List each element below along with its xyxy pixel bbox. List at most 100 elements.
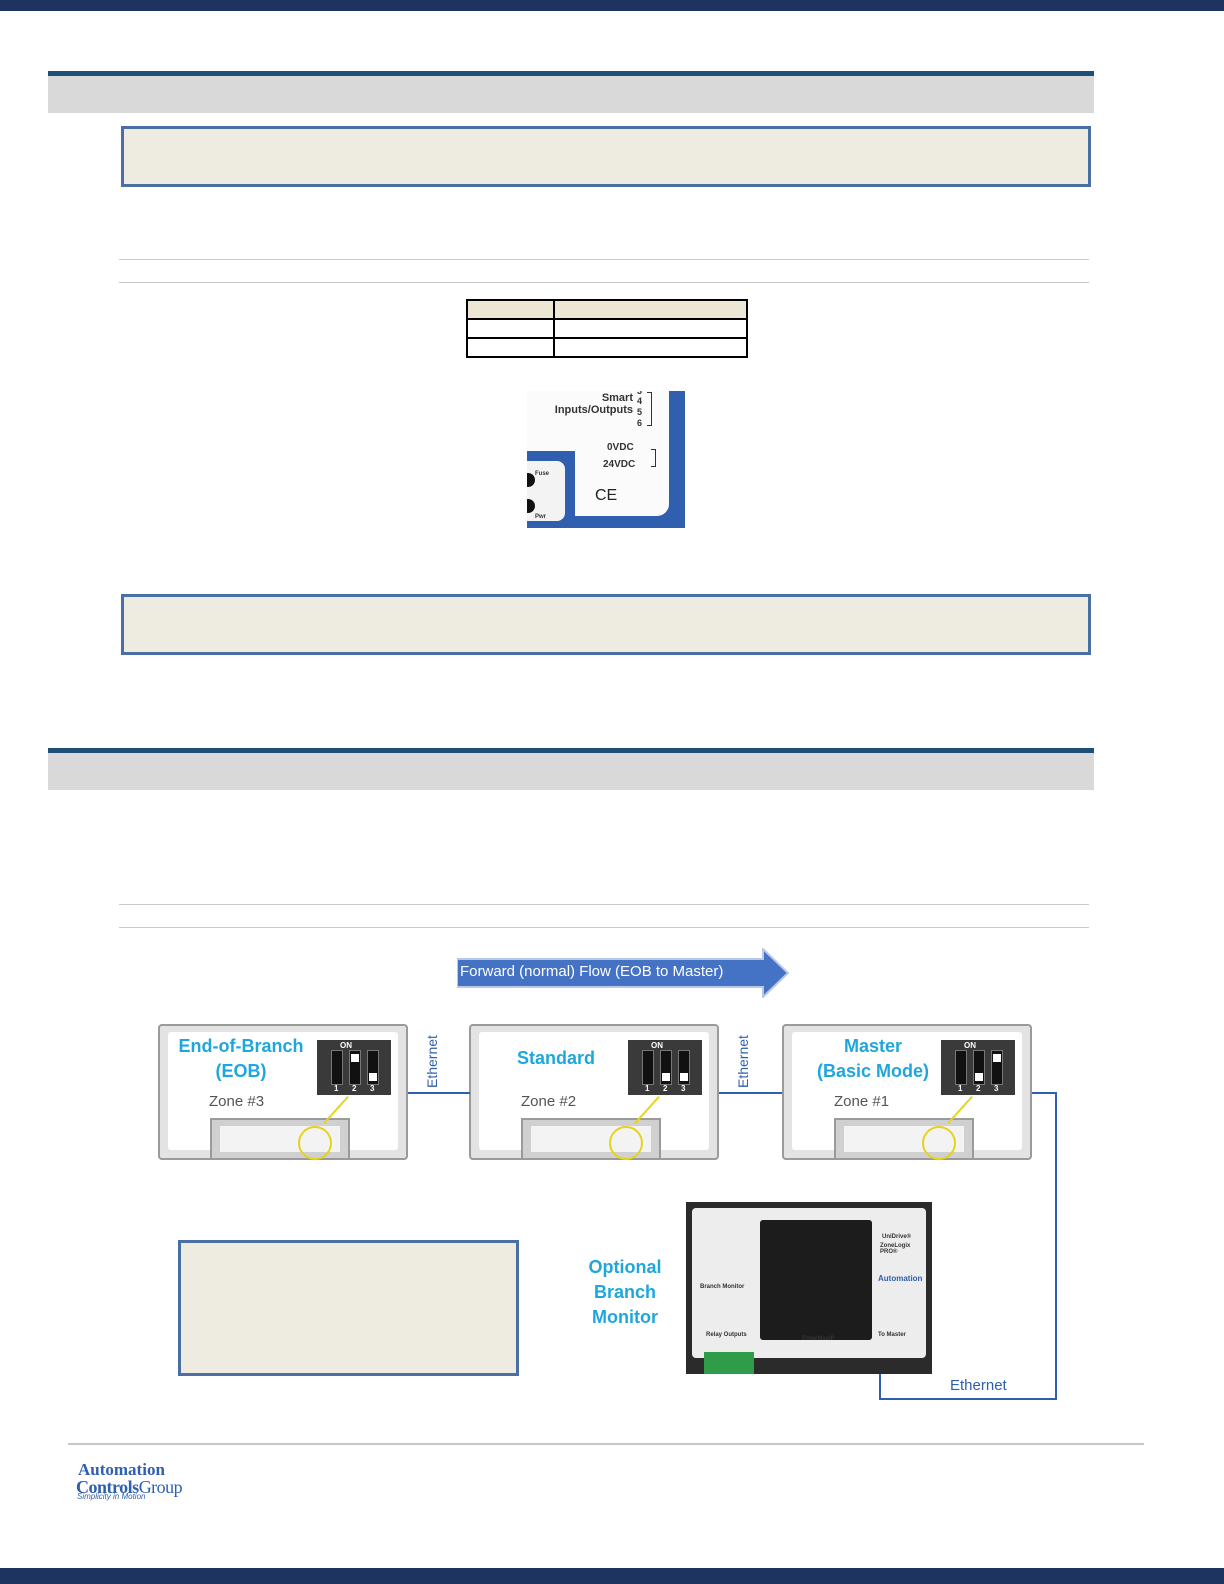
dip-slider bbox=[349, 1050, 361, 1085]
bottom-bar bbox=[0, 1568, 1224, 1584]
divider bbox=[119, 927, 1089, 928]
section-header-2 bbox=[48, 748, 1094, 790]
dip-knob bbox=[975, 1073, 983, 1081]
dip-num: 3 bbox=[370, 1084, 374, 1093]
logo-tagline: Simplicity in Motion bbox=[77, 1492, 145, 1501]
dip-on-label: ON bbox=[340, 1041, 352, 1050]
dip-knob bbox=[680, 1073, 688, 1081]
dip-slider bbox=[331, 1050, 343, 1085]
dip-slider bbox=[973, 1050, 985, 1085]
table-cell bbox=[467, 300, 554, 319]
table-cell bbox=[467, 319, 554, 338]
psu-side-block: Fuse Pwr bbox=[527, 451, 575, 528]
bracket bbox=[651, 449, 656, 467]
dip-on-label: ON bbox=[964, 1041, 976, 1050]
dip-on-label: ON bbox=[651, 1041, 663, 1050]
zone-label: Zone #1 bbox=[834, 1093, 889, 1110]
terminal-block bbox=[704, 1352, 754, 1374]
company-logo: Automation bbox=[78, 1462, 165, 1478]
ce-mark-icon: CE bbox=[595, 490, 617, 502]
dip-switch: ON 1 2 3 bbox=[941, 1040, 1015, 1095]
pwr-led-icon bbox=[527, 499, 535, 513]
dip-switch: ON 1 2 3 bbox=[317, 1040, 391, 1095]
dip-slider bbox=[642, 1050, 654, 1085]
ethernet-link-line bbox=[1055, 1092, 1057, 1400]
branch-monitor-name: Branch Monitor bbox=[700, 1284, 744, 1290]
flow-arrow-label: Forward (normal) Flow (EOB to Master) bbox=[460, 962, 760, 982]
table-row bbox=[467, 319, 747, 338]
pin-label: 5 bbox=[637, 408, 642, 417]
note-box-2 bbox=[121, 594, 1091, 655]
optional-line: Monitor bbox=[575, 1305, 675, 1330]
optional-branch-monitor-label: Optional Branch Monitor bbox=[575, 1255, 675, 1330]
dip-num: 2 bbox=[976, 1084, 980, 1093]
ethernet-link-line bbox=[1032, 1092, 1057, 1094]
dip-slider bbox=[367, 1050, 379, 1085]
top-bar bbox=[0, 0, 1224, 11]
dip-switch: ON 1 2 3 bbox=[628, 1040, 702, 1095]
optional-line: Branch bbox=[575, 1280, 675, 1305]
table-header-row bbox=[467, 300, 747, 319]
zone-label: Zone #3 bbox=[209, 1093, 264, 1110]
section-header-1 bbox=[48, 71, 1094, 113]
dip-num: 1 bbox=[645, 1084, 649, 1093]
note-box-1 bbox=[121, 126, 1091, 187]
table-row bbox=[467, 338, 747, 357]
ethernet-label: Ethernet bbox=[424, 1035, 440, 1088]
ethernet-label: Ethernet bbox=[950, 1377, 1007, 1394]
dip-knob bbox=[662, 1073, 670, 1081]
monitor-screen bbox=[760, 1220, 872, 1340]
fuse-knob-icon bbox=[527, 473, 535, 487]
dip-num: 3 bbox=[681, 1084, 685, 1093]
brand-logo-icon: Automation bbox=[878, 1274, 922, 1283]
pwr-label: Pwr bbox=[535, 511, 546, 523]
dip-num: 2 bbox=[352, 1084, 356, 1093]
vdc0-label: 0VDC bbox=[607, 442, 634, 454]
branch-monitor-photo: Branch Monitor UniDrive® ZoneLogix PRO® … bbox=[686, 1202, 932, 1374]
divider bbox=[119, 904, 1089, 905]
zone-subtitle: (Basic Mode) bbox=[798, 1059, 948, 1084]
dip-num: 1 bbox=[958, 1084, 962, 1093]
fuse-label: Fuse bbox=[535, 468, 549, 480]
dip-num: 1 bbox=[334, 1084, 338, 1093]
zone-module-master: Master (Basic Mode) Zone #1 ON 1 2 3 bbox=[782, 1024, 1032, 1160]
settings-table bbox=[466, 299, 748, 358]
dip-knob bbox=[351, 1054, 359, 1062]
dip-slider bbox=[678, 1050, 690, 1085]
divider bbox=[119, 282, 1089, 283]
ethermax-label: EtherMaxIP bbox=[802, 1336, 835, 1342]
pin-label: 6 bbox=[637, 419, 642, 428]
zone-title: Standard bbox=[481, 1046, 631, 1071]
dip-num: 3 bbox=[994, 1084, 998, 1093]
dip-num: 2 bbox=[663, 1084, 667, 1093]
zone-label: Zone #2 bbox=[521, 1093, 576, 1110]
fuse-panel: Fuse Pwr bbox=[527, 461, 565, 521]
dip-slider bbox=[660, 1050, 672, 1085]
vdc24-label: 24VDC bbox=[603, 459, 635, 471]
dip-knob bbox=[993, 1054, 1001, 1062]
ethernet-link-line bbox=[408, 1092, 470, 1094]
dip-knob bbox=[369, 1073, 377, 1081]
pin-label: 4 bbox=[637, 397, 642, 406]
zone-title: Master bbox=[798, 1034, 948, 1059]
footer-divider bbox=[68, 1443, 1144, 1445]
dip-slider bbox=[991, 1050, 1003, 1085]
zone-subtitle: (EOB) bbox=[166, 1059, 316, 1084]
zone-module-eob: End-of-Branch (EOB) Zone #3 ON 1 2 3 bbox=[158, 1024, 408, 1160]
smart-io-label: Smart Inputs/Outputs bbox=[547, 392, 633, 416]
table-cell bbox=[554, 300, 747, 319]
divider bbox=[119, 259, 1089, 260]
relay-label: Relay Outputs bbox=[706, 1332, 747, 1338]
zone-module-standard: Standard Zone #2 ON 1 2 3 bbox=[469, 1024, 719, 1160]
table-cell bbox=[467, 338, 554, 357]
dip-highlight-ring-icon bbox=[298, 1126, 332, 1160]
brand-label: ZoneLogix PRO® bbox=[880, 1243, 926, 1255]
table-cell bbox=[554, 319, 747, 338]
table-cell bbox=[554, 338, 747, 357]
monitor-face: Branch Monitor UniDrive® ZoneLogix PRO® … bbox=[692, 1208, 926, 1358]
ethernet-label: Ethernet bbox=[735, 1035, 751, 1088]
ethernet-link-line bbox=[879, 1398, 1057, 1400]
callout-box bbox=[178, 1240, 519, 1376]
dip-slider bbox=[955, 1050, 967, 1085]
optional-line: Optional bbox=[575, 1255, 675, 1280]
